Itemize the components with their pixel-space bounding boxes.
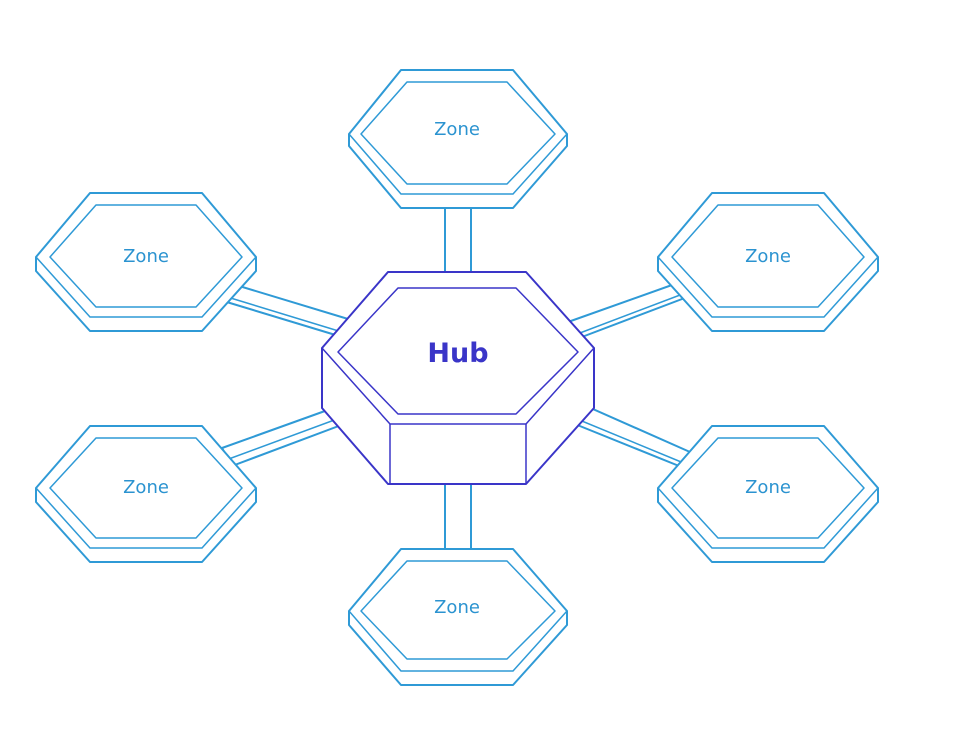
zone-label: Zone xyxy=(123,246,169,267)
zone-label: Zone xyxy=(745,477,791,498)
zone-top: Zone xyxy=(348,69,568,209)
zone-bottom: Zone xyxy=(348,548,568,686)
hub-label: Hub xyxy=(427,338,488,369)
zone-label: Zone xyxy=(745,246,791,267)
hub-node: Hub xyxy=(321,271,595,485)
connectors xyxy=(219,195,691,551)
connector-upper-right xyxy=(567,279,691,341)
zone-lower-left: Zone xyxy=(35,425,257,563)
zone-upper-right: Zone xyxy=(657,192,879,332)
zone-lower-right: Zone xyxy=(657,425,879,563)
zone-upper-left: Zone xyxy=(35,192,257,332)
zone-label: Zone xyxy=(434,119,480,140)
zone-label: Zone xyxy=(434,597,480,618)
zone-label: Zone xyxy=(123,477,169,498)
